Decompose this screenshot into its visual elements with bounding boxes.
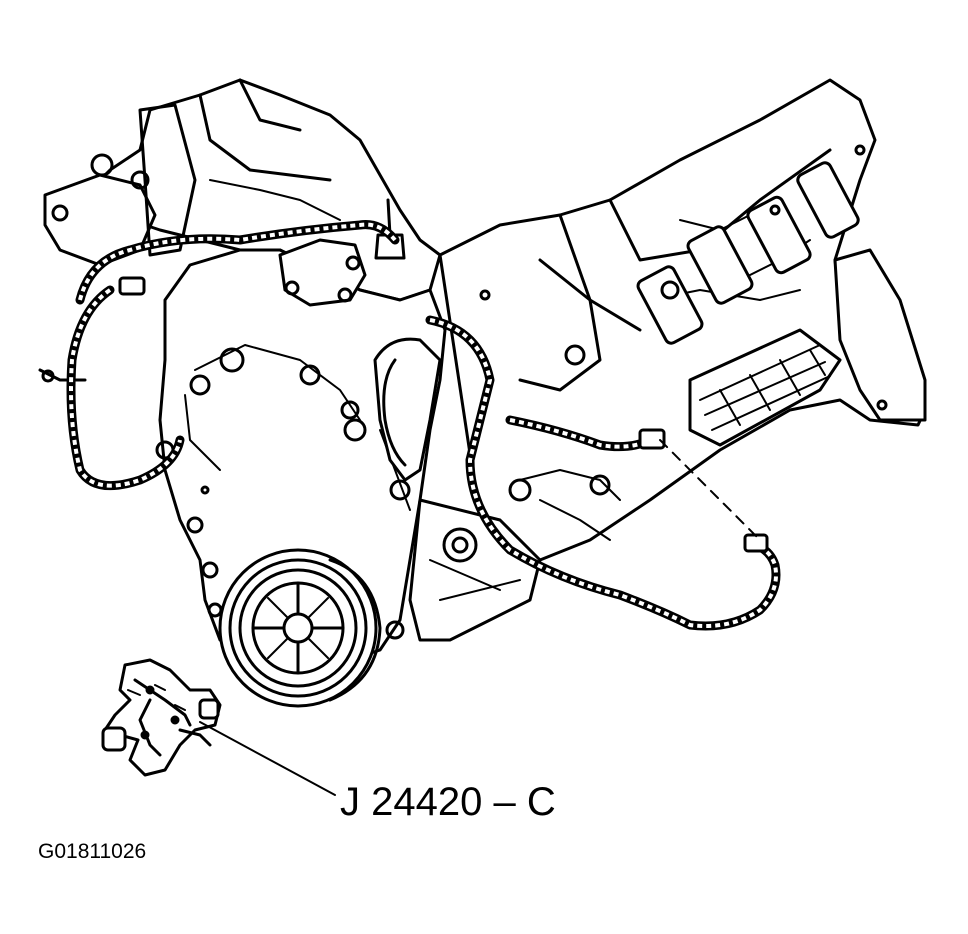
wiring-harness: [66, 220, 781, 631]
figure-id: G01811026: [38, 840, 146, 863]
special-tool-icon: [101, 658, 222, 777]
callout-leader-line: [199, 721, 336, 796]
timing-cover: [155, 238, 491, 672]
coil-packs: [636, 161, 860, 345]
crankshaft-pulley: [218, 548, 382, 708]
tool-callout-label: J 24420 – C: [340, 780, 556, 824]
fuel-rail: [688, 328, 842, 447]
engine-front-view-icon: [38, 78, 927, 708]
